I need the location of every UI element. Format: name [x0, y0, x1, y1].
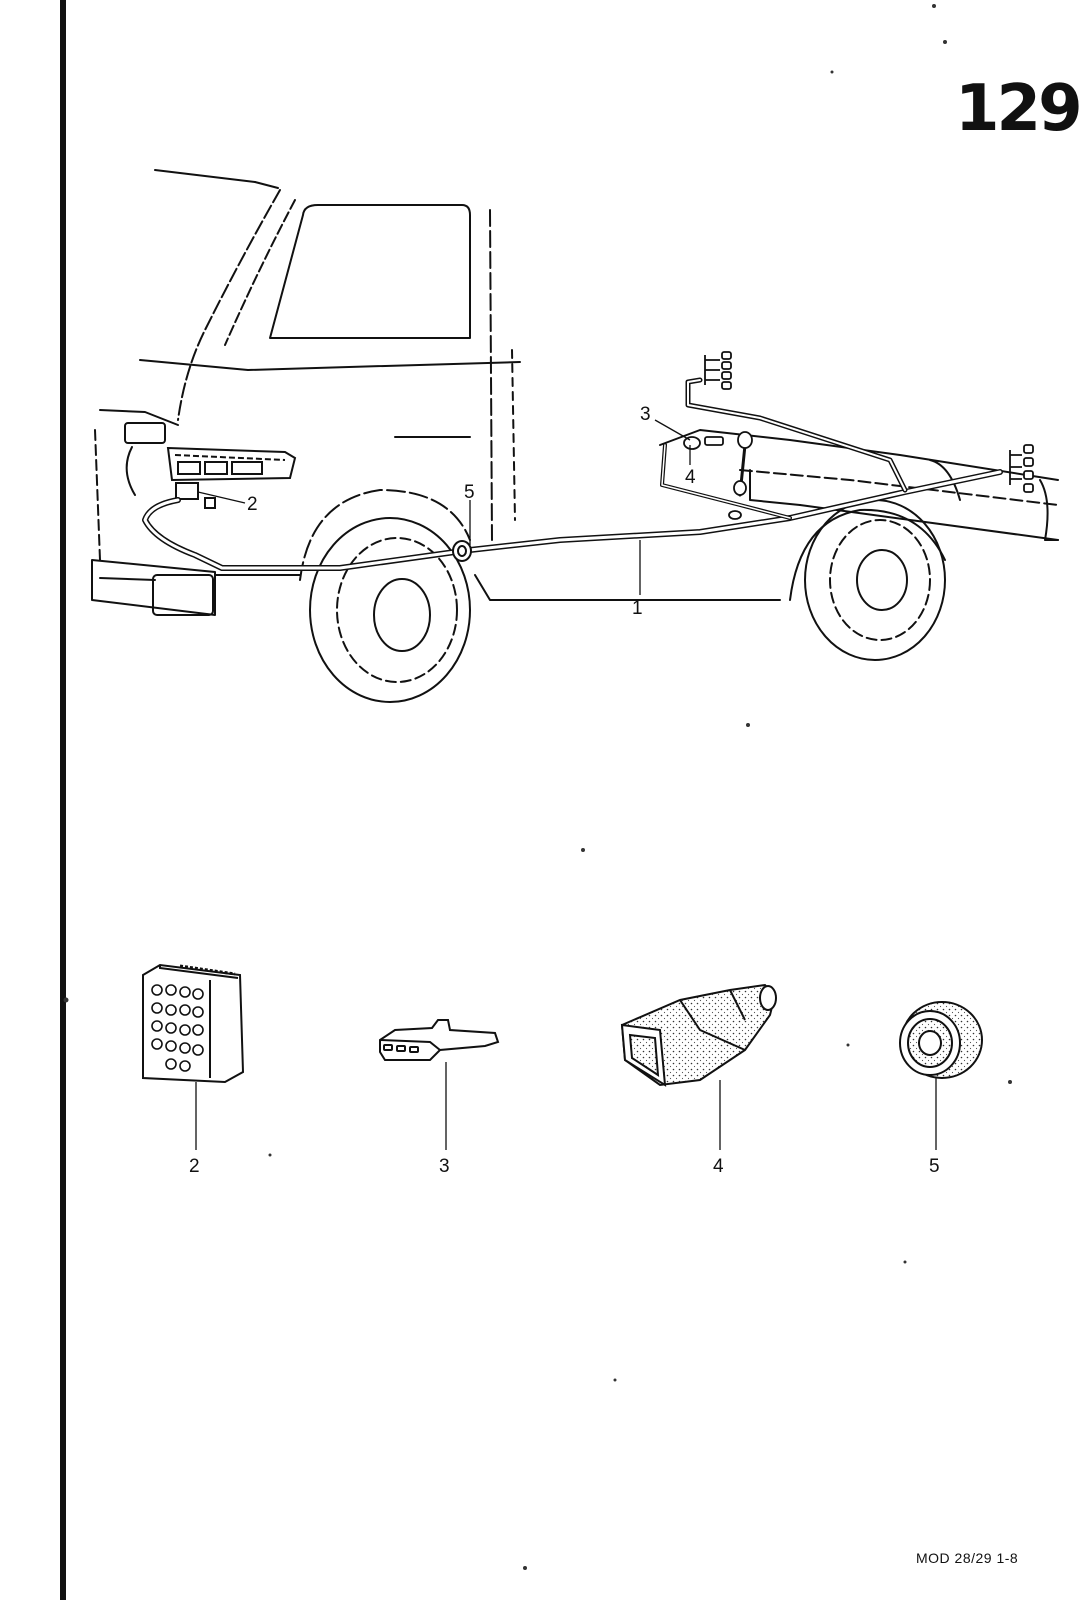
connector-location [175, 482, 216, 509]
part-grommet [899, 1001, 983, 1079]
grommet-location [452, 540, 472, 562]
vehicle-outline [91, 169, 1059, 703]
part-connector-housing [142, 963, 245, 1084]
print-specks [63, 4, 1012, 1570]
callout-5: 5 [464, 482, 475, 503]
callout-leaders [197, 419, 691, 595]
part-label-5: 5 [929, 1156, 940, 1177]
part-label-2: 2 [189, 1156, 200, 1177]
wiring-harness [142, 377, 1003, 571]
footer-reference: MOD 28/29 1-8 [916, 1550, 1019, 1566]
page-number: 129 [955, 72, 1080, 146]
relay-box [166, 446, 297, 482]
part-protective-cap [620, 983, 777, 1087]
callout-1: 1 [632, 598, 643, 619]
callout-4: 4 [685, 467, 696, 488]
part-flat-connector [379, 1019, 500, 1061]
lamp-connector-upper [704, 351, 732, 390]
part-label-3: 3 [439, 1156, 450, 1177]
lamp-connector-rear [1009, 444, 1034, 493]
side-connectors [683, 431, 753, 520]
binding-rule [60, 0, 66, 1600]
callout-2: 2 [247, 494, 258, 515]
part-label-4: 4 [713, 1156, 724, 1177]
callout-3: 3 [640, 404, 651, 425]
